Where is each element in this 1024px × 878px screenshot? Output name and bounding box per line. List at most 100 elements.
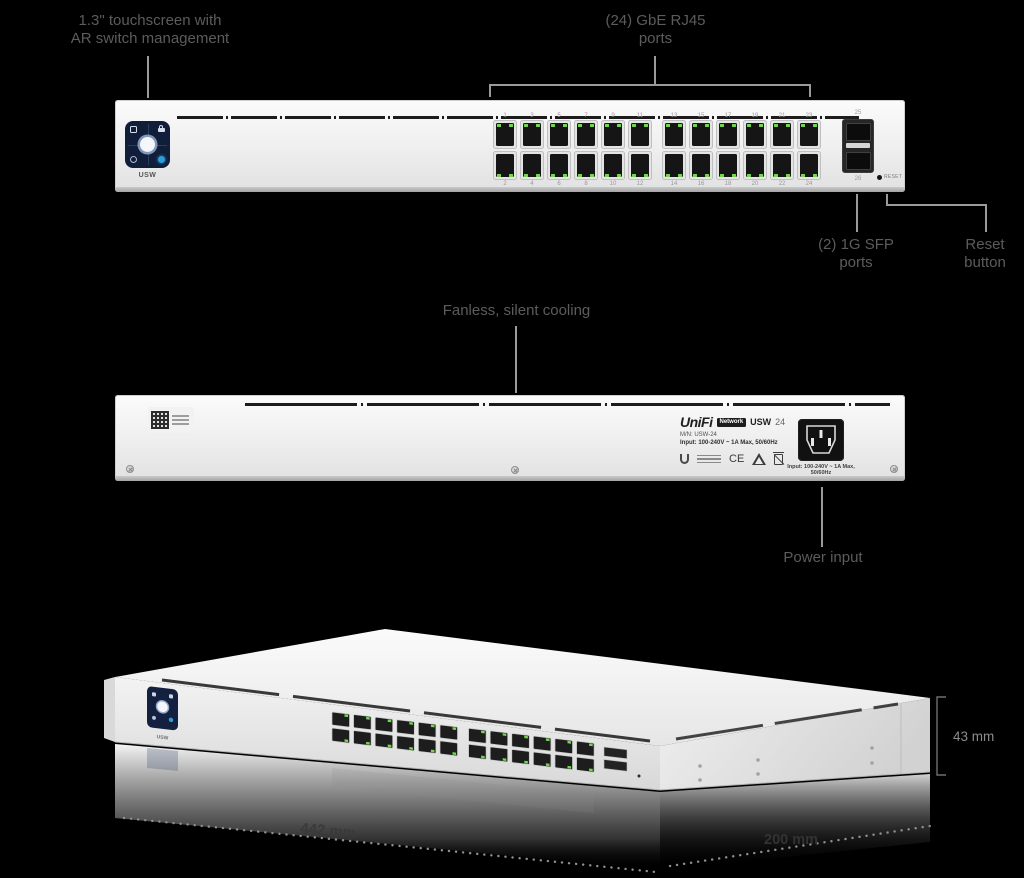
port-number-bottom: 10 bbox=[609, 181, 617, 187]
weee-bin-icon bbox=[773, 451, 785, 465]
rj45-port-24[interactable] bbox=[797, 151, 821, 180]
rj45-port-9[interactable] bbox=[601, 120, 625, 149]
depth-dimension-line bbox=[668, 824, 932, 868]
port-led bbox=[481, 755, 485, 759]
rj45-port-17[interactable] bbox=[716, 120, 740, 149]
gbe-callout-tick-left bbox=[489, 84, 491, 97]
port-number-bottom: 6 bbox=[557, 181, 561, 187]
device-top-face bbox=[115, 629, 930, 746]
recycle-triangle-icon bbox=[752, 453, 767, 465]
rj45-port-15[interactable] bbox=[689, 120, 713, 149]
port-number-top: 3 bbox=[530, 113, 534, 119]
port-number-bottom: 18 bbox=[724, 181, 732, 187]
rj45-port-23[interactable] bbox=[797, 120, 821, 149]
port-led bbox=[387, 744, 392, 748]
reset-callout-stub bbox=[886, 194, 888, 206]
rj45-port-7[interactable] bbox=[574, 120, 598, 149]
rj45-port-21[interactable] bbox=[770, 120, 794, 149]
rj45-port-19[interactable] bbox=[743, 120, 767, 149]
sfp-port-25[interactable] bbox=[846, 123, 871, 141]
rj45-port-2[interactable] bbox=[493, 151, 517, 180]
model-number: 24 bbox=[775, 417, 786, 427]
port-led bbox=[452, 727, 457, 730]
port-number-top: 11 bbox=[636, 113, 644, 119]
port-led bbox=[502, 758, 507, 761]
unifi-logo: UniFi bbox=[680, 414, 713, 430]
perspective-rj45-port bbox=[353, 714, 372, 730]
rj45-port-3[interactable] bbox=[520, 120, 544, 149]
top-vent-slots-side bbox=[675, 702, 899, 741]
cooling-callout-line1: Fanless, silent cooling bbox=[442, 302, 591, 319]
rj45-port-4[interactable] bbox=[520, 151, 544, 180]
rj45-port-20[interactable] bbox=[743, 151, 767, 180]
rj45-port-5[interactable] bbox=[547, 120, 571, 149]
rj45-port-16[interactable] bbox=[689, 151, 713, 180]
port-number-top: 7 bbox=[584, 113, 588, 119]
rj45-port-12[interactable] bbox=[628, 151, 652, 180]
perspective-rj45-port bbox=[533, 751, 552, 768]
perspective-rj45-port bbox=[439, 740, 458, 757]
side-screws bbox=[698, 746, 874, 782]
psu-input-label: Input: 100-240V ~ 1A Max, 50/60Hz bbox=[787, 464, 855, 476]
port-led bbox=[524, 760, 528, 764]
port-number-top: 15 bbox=[697, 113, 705, 119]
port-led bbox=[481, 730, 485, 734]
rj45-port-10[interactable] bbox=[601, 151, 625, 180]
port-led bbox=[452, 752, 457, 755]
rj45-port-8[interactable] bbox=[574, 151, 598, 180]
clock-icon bbox=[130, 156, 137, 163]
rj45-port-6[interactable] bbox=[547, 151, 571, 180]
ce-mark: CE bbox=[729, 453, 745, 465]
port-led bbox=[430, 749, 435, 753]
screw-icon bbox=[890, 465, 898, 473]
rj45-port-14[interactable] bbox=[662, 151, 686, 180]
rj45-port-22[interactable] bbox=[770, 151, 794, 180]
gbe-callout-bracket bbox=[489, 84, 811, 86]
rj45-port-11[interactable] bbox=[628, 120, 652, 149]
touchscreen[interactable] bbox=[125, 121, 170, 168]
port-led bbox=[366, 741, 370, 745]
rj45-port-1[interactable] bbox=[493, 120, 517, 149]
port-number-bottom: 12 bbox=[636, 181, 644, 187]
reflection-ports-ghost bbox=[332, 768, 594, 813]
width-dimension-label: 442 mm bbox=[300, 820, 357, 842]
port-led bbox=[524, 735, 528, 739]
sfp-callout-line2: ports bbox=[839, 254, 873, 271]
sfp-number-bottom: 26 bbox=[854, 176, 862, 182]
reset-button[interactable] bbox=[877, 174, 882, 180]
perspective-rj45-port bbox=[533, 735, 552, 752]
perspective-view: USW 442 mm 200 mm 43 mm bbox=[104, 629, 994, 874]
ac-power-inlet[interactable] bbox=[797, 418, 845, 466]
port-led bbox=[366, 716, 370, 720]
perspective-rj45-port bbox=[418, 738, 437, 754]
device-left-ear bbox=[104, 677, 115, 742]
power-callout-line1: Power input bbox=[783, 549, 863, 566]
gbe-callout-stem bbox=[654, 56, 656, 84]
sfp-ports-callout: (2) 1G SFP ports bbox=[800, 236, 912, 272]
sfp-port-26[interactable] bbox=[846, 152, 871, 170]
port-led bbox=[567, 740, 572, 744]
gbe-ports-callout-line2: ports bbox=[638, 30, 673, 47]
port-number-bottom: 8 bbox=[584, 181, 588, 187]
port-led bbox=[409, 747, 413, 750]
port-led bbox=[545, 738, 550, 742]
port-number-bottom: 20 bbox=[751, 181, 759, 187]
chassis-base-edge bbox=[115, 476, 905, 481]
sfp-callout-line bbox=[856, 194, 858, 232]
rj45-port-13[interactable] bbox=[662, 120, 686, 149]
port-number-top: 9 bbox=[611, 113, 615, 119]
height-dimension-bracket bbox=[936, 696, 946, 776]
rj45-port-18[interactable] bbox=[716, 151, 740, 180]
device-reflection-side bbox=[660, 774, 930, 870]
device-reflection-front bbox=[115, 744, 660, 870]
chassis-base-edge bbox=[115, 187, 905, 192]
port-number-bottom: 22 bbox=[778, 181, 786, 187]
perspective-rj45-port bbox=[468, 728, 487, 744]
brand-row: UniFi Network USW 24 bbox=[680, 414, 785, 430]
port-number-top: 1 bbox=[503, 113, 507, 119]
